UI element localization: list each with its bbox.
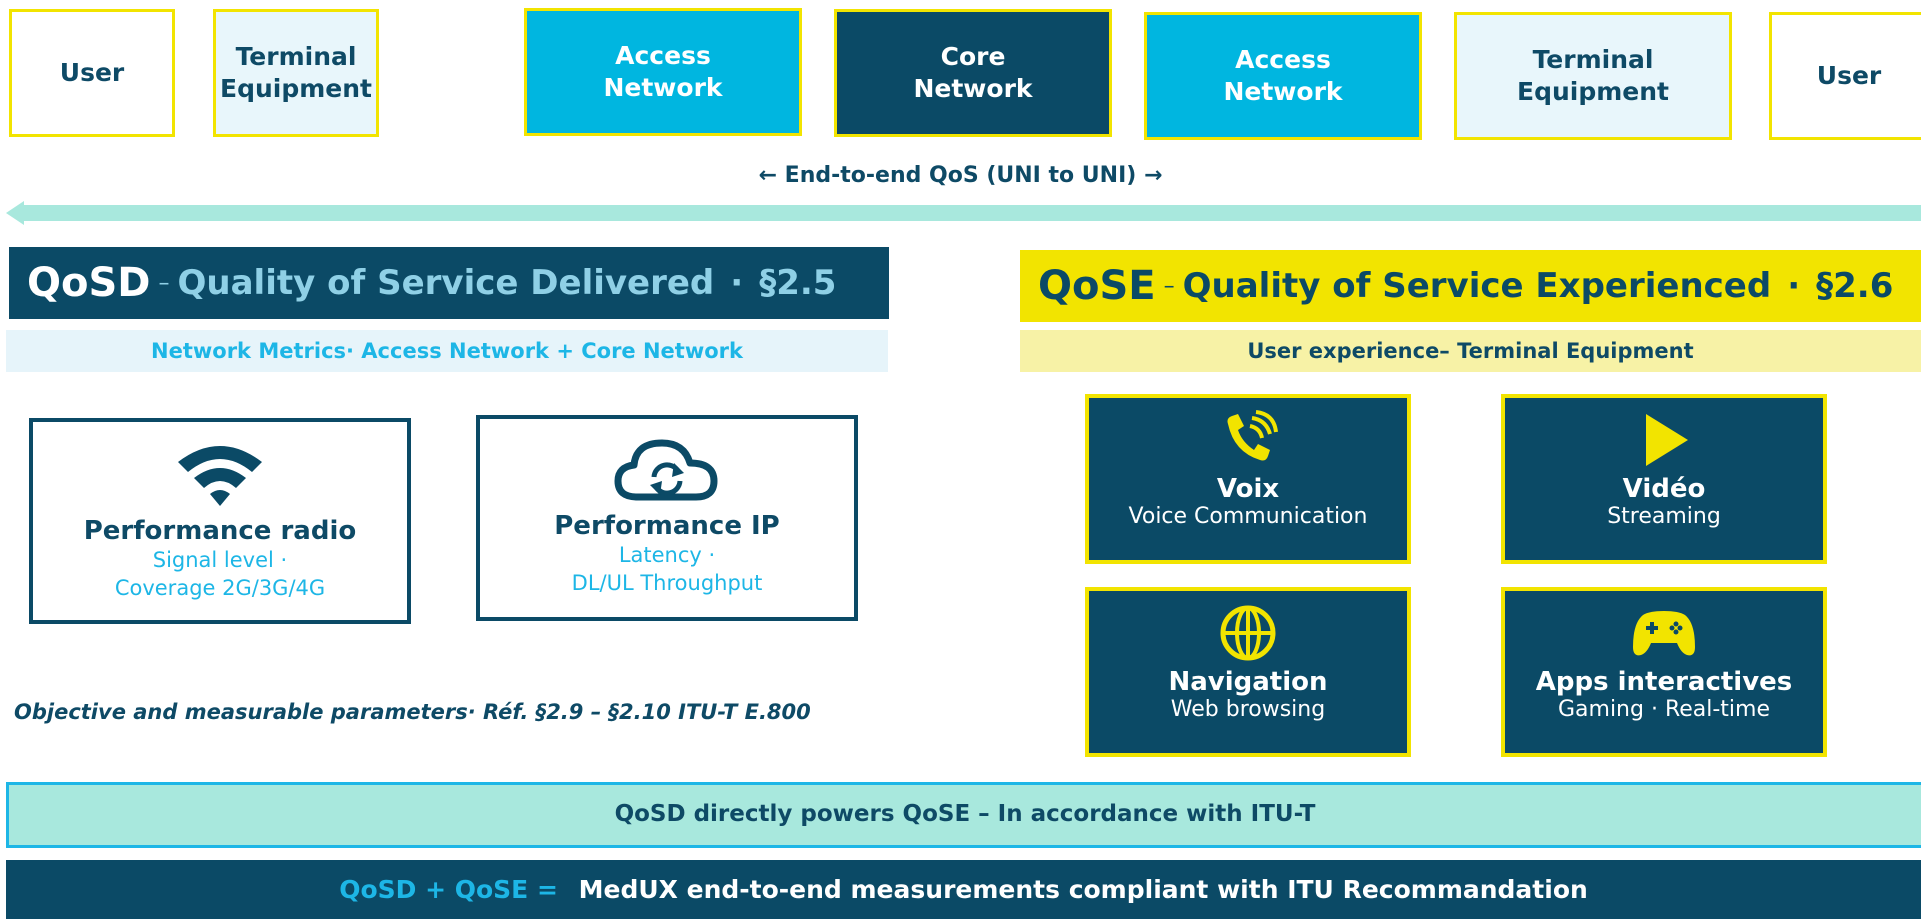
card-line: Latency · [618, 543, 716, 567]
chain-label: Access Network [1223, 45, 1343, 106]
chain-box-terminal-right: Terminal Equipment [1454, 12, 1732, 140]
card-desc: Web browsing [1170, 697, 1326, 722]
qosd-title: Quality of Service Delivered [177, 263, 715, 303]
qosd-subtitle-band: Network Metrics· Access Network + Core N… [6, 330, 888, 372]
qose-subtitle-band: User experience– Terminal Equipment [1020, 330, 1921, 372]
end-to-end-arrow [6, 201, 1921, 225]
apps-interactive-card: Apps interactives Gaming · Real-time [1501, 587, 1827, 757]
card-title: Apps interactives [1535, 667, 1793, 697]
chain-label: Core Network [913, 42, 1033, 103]
qose-title: Quality of Service Experienced [1182, 266, 1772, 306]
card-title: Performance radio [83, 516, 357, 546]
card-title: Vidéo [1622, 474, 1706, 504]
card-desc: Streaming [1607, 504, 1721, 529]
card-title: Performance IP [554, 511, 780, 541]
qose-dot: · [1787, 266, 1801, 306]
chain-label: Terminal Equipment [1517, 45, 1669, 106]
medux-summary-bar: QoSD + QoSE = MedUX end-to-end measureme… [6, 860, 1921, 919]
play-icon [1646, 414, 1688, 466]
qose-header: QoSE – Quality of Service Experienced · … [1020, 250, 1921, 322]
chain-label: User [59, 58, 125, 87]
card-title: Navigation [1168, 667, 1328, 697]
card-desc: Gaming · Real-time [1557, 697, 1771, 722]
summary-text: MedUX end-to-end measurements compliant … [578, 875, 1588, 904]
chain-label: User [1816, 61, 1882, 90]
performance-radio-card: Performance radio Signal level · Coverag… [29, 418, 411, 624]
end-to-end-label: ← End-to-end QoS (UNI to UNI) → [758, 163, 1163, 188]
qosd-dot: · [730, 263, 744, 303]
video-card: Vidéo Streaming [1501, 394, 1827, 564]
wifi-icon [178, 446, 262, 506]
gamepad-icon [1633, 611, 1695, 656]
voice-card: Voix Voice Communication [1085, 394, 1411, 564]
card-title: Voix [1216, 474, 1280, 504]
qosd-header: QoSD – Quality of Service Delivered · §2… [9, 247, 889, 319]
qose-ref: §2.6 [1816, 266, 1894, 306]
qosd-acronym: QoSD [27, 260, 151, 306]
chain-label: Terminal Equipment [220, 42, 372, 103]
card-line: DL/UL Throughput [571, 571, 763, 595]
globe-icon [1220, 605, 1276, 661]
chain-box-access-right: Access Network [1144, 12, 1422, 140]
card-line: Signal level · [152, 548, 288, 572]
card-line: Coverage 2G/3G/4G [114, 576, 326, 600]
qosd-powers-qose-bar: QoSD directly powers QoSE – In accordanc… [6, 782, 1921, 848]
qosd-footnote: Objective and measurable parameters· Réf… [14, 700, 811, 724]
performance-ip-card: Performance IP Latency · DL/UL Throughpu… [476, 415, 858, 621]
qose-acronym: QoSE [1038, 263, 1156, 309]
summary-prefix: QoSD + QoSE = [339, 875, 558, 904]
chain-box-core: Core Network [834, 9, 1112, 137]
qose-dash: – [1163, 273, 1175, 299]
cloud-sync-icon [614, 439, 718, 501]
navigation-card: Navigation Web browsing [1085, 587, 1411, 757]
chain-label: Access Network [603, 41, 723, 102]
phone-icon [1227, 410, 1278, 461]
chain-box-user-right: User [1769, 12, 1921, 140]
card-desc: Voice Communication [1128, 504, 1368, 529]
chain-box-access-left: Access Network [524, 8, 802, 136]
chain-box-user-left: User [9, 9, 175, 137]
qosd-dash: – [158, 270, 170, 296]
chain-box-terminal-left: Terminal Equipment [213, 9, 379, 137]
qosd-ref: §2.5 [759, 263, 837, 303]
